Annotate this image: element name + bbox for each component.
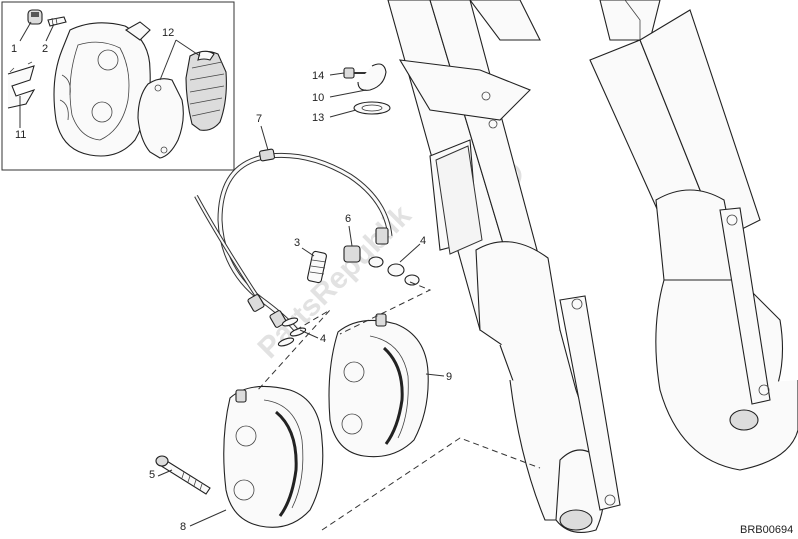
callout-7: 7: [256, 113, 262, 125]
callout-2: 2: [42, 43, 48, 55]
callout-5: 5: [149, 469, 155, 481]
callout-1: 1: [11, 43, 17, 55]
brake-caliper-9: [328, 313, 429, 458]
callout-3: 3: [294, 237, 300, 249]
callout-8: 8: [180, 521, 186, 533]
brake-caliper-8: [223, 385, 324, 528]
washers-4-lower: [277, 317, 307, 347]
caliper-mount-bolt: [155, 455, 211, 495]
callout-labels: 1 2 3 4 4 5 6 7 8 9 10 11 12 13 14: [11, 27, 452, 533]
assembly-dashed-lines: [255, 281, 541, 531]
callout-13: 13: [312, 112, 324, 124]
callout-4-upper: 4: [420, 235, 426, 247]
banjo-bolt-3: [307, 250, 327, 284]
callout-10: 10: [312, 92, 324, 104]
reference-code: BRB00694: [740, 524, 793, 536]
inset-caliper-drawing: [53, 21, 151, 157]
bleed-cap-part: [27, 9, 43, 25]
front-fork-assembly: [387, 0, 798, 533]
pad-spring-part: [7, 61, 36, 109]
callout-11: 11: [15, 129, 26, 141]
callout-12: 12: [162, 27, 174, 39]
brake-pad-backplate: [137, 78, 184, 159]
inset-detail-box: [1, 1, 235, 171]
callout-14: 14: [312, 70, 324, 82]
hose-guide-parts: [343, 63, 391, 115]
callout-9: 9: [446, 371, 452, 383]
bleed-screw-part: [47, 16, 67, 27]
brake-hose: [194, 148, 393, 332]
callout-6: 6: [345, 213, 351, 225]
callout-4-lower: 4: [320, 333, 326, 345]
brake-pad-friction: [185, 50, 227, 131]
